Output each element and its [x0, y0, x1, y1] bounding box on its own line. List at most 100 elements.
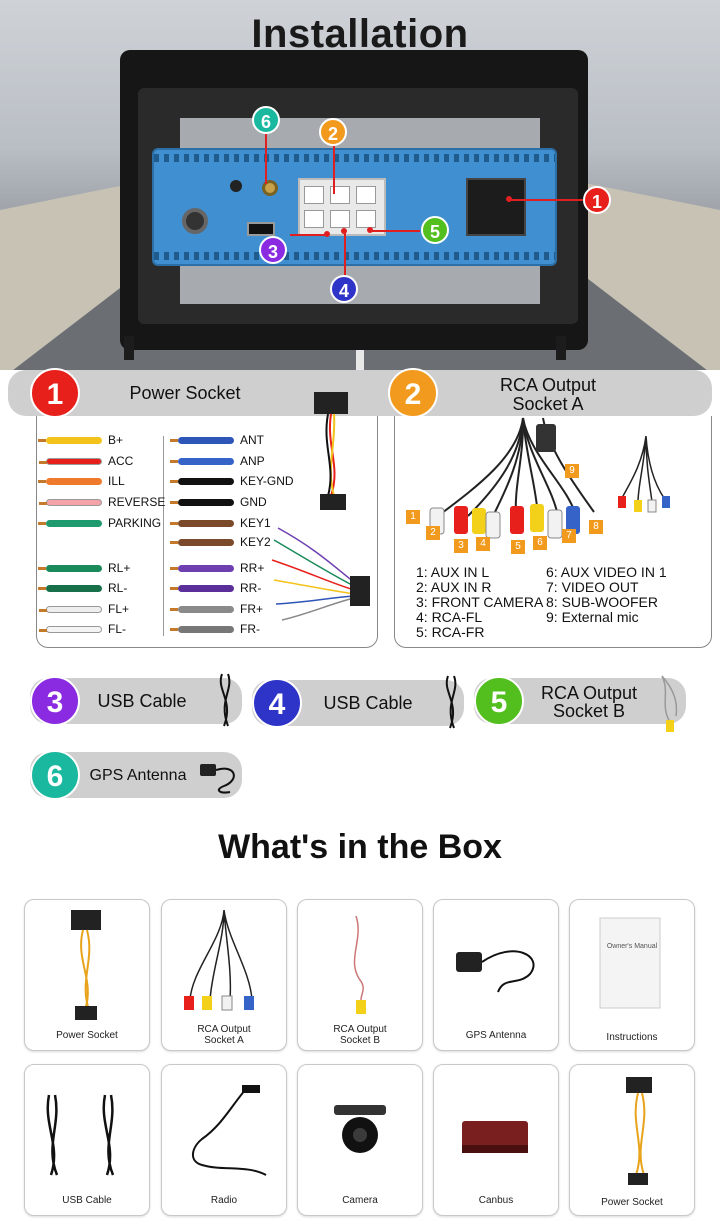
wire-swatch [39, 625, 102, 633]
wire-row: FR+ [170, 602, 264, 616]
canbus-item: Canbus [433, 1064, 559, 1216]
item-label: Socket A [204, 1035, 244, 1046]
wire-label: KEY2 [240, 535, 271, 549]
wire-row: ACC [39, 454, 134, 468]
rca-plug-tag: 9 [565, 464, 579, 478]
legend-item: 6: AUX VIDEO IN 1 [546, 564, 667, 580]
item-image [599, 917, 661, 1009]
item-label: RCA Output [333, 1024, 387, 1035]
rca-plug-tag: 6 [533, 536, 547, 550]
item-label: USB Cable [62, 1195, 112, 1206]
box-title: What's in the Box [218, 828, 502, 866]
rca-plug-tag: 5 [511, 540, 525, 554]
wire-row: B+ [38, 433, 123, 447]
item-label: Power Socket [56, 1030, 118, 1041]
wire-label: KEY-GND [240, 474, 294, 488]
rca-socket-a-image [429, 417, 670, 539]
wire-row: PARKING [38, 516, 161, 530]
item-image [462, 1121, 528, 1153]
item-image [184, 909, 254, 1011]
wire-swatch [39, 498, 102, 506]
wire-row: FL- [39, 622, 126, 636]
item-image [626, 1077, 652, 1185]
badge-5: 5 [474, 676, 524, 726]
usb-cable-label: USB Cable [97, 691, 187, 711]
usb-cable-image [219, 673, 231, 727]
gps-antenna-image [200, 764, 235, 794]
wire-swatch [170, 457, 234, 465]
item-label: RCA Output [197, 1024, 251, 1035]
wire-row: RR- [170, 581, 261, 595]
installation-photo: 6 2 1 3 5 4 Installation [0, 0, 720, 370]
callout-6: 6 [252, 106, 280, 134]
badge-2: 2 [388, 368, 438, 418]
wire-swatch [170, 584, 234, 592]
callout-3: 3 [259, 236, 287, 264]
mount-tab [556, 336, 566, 360]
manual-cover-text: Owner's Manual [606, 943, 658, 950]
wire-row: KEY1 [170, 516, 271, 530]
item-label: Radio [210, 1195, 238, 1206]
mic-hole [230, 180, 242, 192]
radio-port [182, 208, 208, 234]
wire-swatch [170, 477, 234, 485]
wire-swatch [170, 538, 234, 546]
callout-5: 5 [421, 216, 449, 244]
wire-label: REVERSE [108, 495, 166, 509]
wire-swatch [38, 436, 102, 444]
wire-row: ANT [170, 433, 264, 447]
radio-item: Radio [161, 1064, 287, 1216]
power-socket-item: Power Socket [24, 899, 150, 1051]
wire-swatch [170, 436, 234, 444]
wire-row: FL+ [39, 602, 130, 616]
rca-plug-tag: 1 [406, 510, 420, 524]
rca-a-label-line1: RCA Output [499, 375, 597, 395]
item-label: GPS Antenna [465, 1030, 527, 1041]
wire-label: FR+ [240, 602, 264, 616]
wire-row: ANP [170, 454, 265, 468]
callout-2: 2 [319, 118, 347, 146]
legend-item: 7: VIDEO OUT [546, 579, 639, 595]
wire-label: RR+ [240, 561, 265, 575]
rca-a-label-line2: Socket A [512, 394, 584, 414]
page-title: Installation [251, 12, 469, 56]
power-socket-label: Power Socket [129, 383, 241, 403]
rca-plug-tag: 3 [454, 539, 468, 553]
wire-label: FL+ [108, 602, 130, 616]
speaker-harness-image [271, 527, 370, 621]
rca-legend-right: 6: AUX VIDEO IN 1 7: VIDEO OUT 8: SUB-WO… [546, 565, 667, 625]
wire-row: REVERSE [39, 495, 166, 509]
rca-b-image [661, 675, 678, 732]
wire-swatch [170, 605, 234, 613]
wire-label: ILL [108, 474, 125, 488]
wire-swatch [170, 625, 234, 633]
item-image [192, 1085, 267, 1176]
badge-4: 4 [252, 678, 302, 728]
badge-3: 3 [30, 676, 80, 726]
callout-4: 4 [330, 275, 358, 303]
gps-port [262, 180, 278, 196]
usb-port [247, 222, 275, 236]
wire-label: FL- [108, 622, 126, 636]
item-label: Power Socket [601, 1197, 663, 1208]
item-image [334, 1105, 386, 1153]
item-label: Instructions [606, 1032, 658, 1043]
wire-row: ILL [38, 474, 125, 488]
wire-row: RL+ [38, 561, 130, 575]
legend-item: 8: SUB-WOOFER [546, 594, 659, 610]
item-image [46, 1094, 115, 1176]
wire-row: FR- [170, 622, 260, 636]
wire-swatch [170, 564, 234, 572]
wire-label: GND [240, 495, 267, 509]
legend-item: 1: AUX IN L [416, 564, 490, 580]
wire-swatch [39, 457, 102, 465]
rca-plug-tag: 8 [589, 520, 603, 534]
wire-label: ACC [108, 454, 134, 468]
callout-1: 1 [583, 186, 611, 214]
wire-row: RL- [38, 581, 127, 595]
gps-antenna-label: GPS Antenna [89, 767, 187, 784]
wire-label: FR- [240, 622, 260, 636]
wire-swatch [170, 519, 234, 527]
mount-tab [124, 336, 134, 360]
